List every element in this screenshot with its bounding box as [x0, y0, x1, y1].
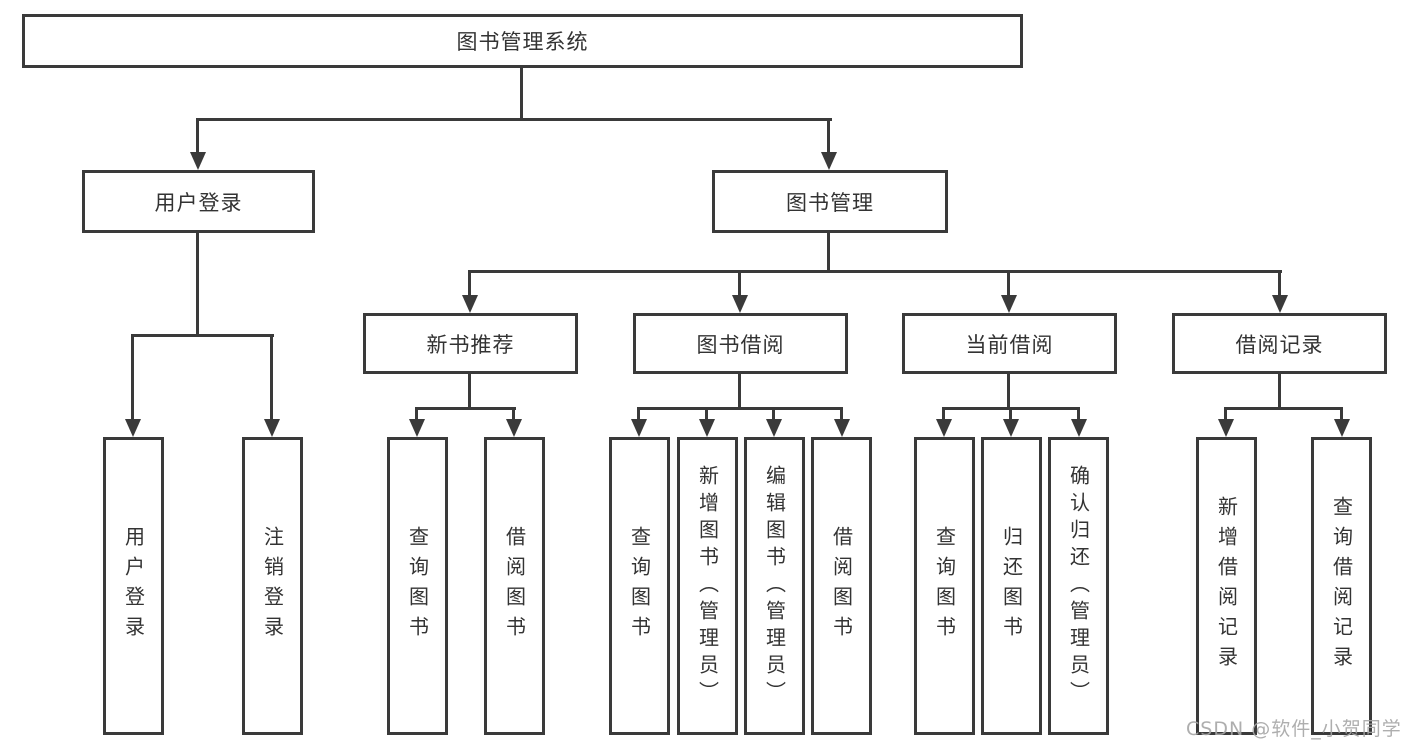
- leaf-query-books-borrow: 查询图书: [609, 437, 670, 735]
- leaf-confirm-return-admin: 确认归还（管理员）: [1048, 437, 1109, 735]
- csdn-watermark: CSDN @软件_小贺同学: [1186, 718, 1402, 740]
- leaf-add-borrow-record: 新增借阅记录: [1196, 437, 1257, 735]
- connector-stub: [1009, 407, 1012, 421]
- leaf-query-books-recommend-label: 查询图书: [405, 526, 430, 646]
- arrowhead: [936, 419, 952, 437]
- node-user-login: 用户登录: [82, 170, 315, 233]
- connector-book-management-rail: [468, 270, 1282, 273]
- connector-stub: [1340, 407, 1343, 421]
- connector-root-stem: [520, 66, 523, 120]
- arrowhead-borrow-records: [1272, 295, 1288, 313]
- leaf-add-book-admin: 新增图书（管理员）: [677, 437, 738, 735]
- leaf-edit-book-admin: 编辑图书（管理员）: [744, 437, 805, 735]
- arrowhead: [1218, 419, 1234, 437]
- leaf-confirm-return-admin-label: 确认归还（管理员）: [1066, 464, 1091, 708]
- connector-stub: [512, 407, 515, 421]
- leaf-query-books-recommend: 查询图书: [387, 437, 448, 735]
- connector-book-management-stem: [827, 233, 830, 273]
- connector-to-new-book: [468, 270, 471, 297]
- leaf-add-book-admin-label: 新增图书（管理员）: [695, 464, 720, 708]
- connector-stub: [1077, 407, 1080, 421]
- leaf-edit-book-admin-label: 编辑图书（管理员）: [762, 464, 787, 708]
- node-new-book-recommend-label: 新书推荐: [426, 332, 515, 357]
- connector-new-book-rail: [415, 407, 516, 410]
- arrowhead: [699, 419, 715, 437]
- leaf-borrow-books: 借阅图书: [811, 437, 872, 735]
- leaf-query-books-current: 查询图书: [914, 437, 975, 735]
- arrowhead: [506, 419, 522, 437]
- arrowhead: [1071, 419, 1087, 437]
- leaf-logout-label: 注销登录: [260, 526, 285, 646]
- node-user-login-label: 用户登录: [154, 190, 243, 215]
- connector-user-login-rail: [131, 334, 274, 337]
- connector-book-borrow-rail: [637, 407, 843, 410]
- connector-stub: [705, 407, 708, 421]
- connector-borrow-records-stem: [1278, 374, 1281, 410]
- connector-stub: [772, 407, 775, 421]
- connector-stub: [637, 407, 640, 421]
- arrowhead-book-management: [821, 152, 837, 170]
- connector-stub: [1224, 407, 1227, 421]
- leaf-user-login-label: 用户登录: [121, 526, 146, 646]
- leaf-add-borrow-record-label: 新增借阅记录: [1214, 496, 1239, 676]
- node-book-borrow: 图书借阅: [633, 313, 848, 374]
- connector-user-login-stem: [196, 233, 199, 337]
- arrowhead-leaf-logout: [264, 419, 280, 437]
- connector-to-user-login: [196, 118, 199, 154]
- connector-new-book-stem: [468, 374, 471, 410]
- arrowhead: [1003, 419, 1019, 437]
- connector-to-book-management: [827, 118, 830, 154]
- node-book-management: 图书管理: [712, 170, 948, 233]
- leaf-borrow-books-recommend: 借阅图书: [484, 437, 545, 735]
- arrowhead-new-book: [462, 295, 478, 313]
- arrowhead: [409, 419, 425, 437]
- node-book-borrow-label: 图书借阅: [696, 332, 785, 357]
- connector-to-book-borrow: [738, 270, 741, 297]
- arrowhead: [631, 419, 647, 437]
- connector-to-current-borrow: [1007, 270, 1010, 297]
- connector-stub: [840, 407, 843, 421]
- node-book-management-label: 图书管理: [786, 190, 874, 215]
- leaf-query-books-current-label: 查询图书: [932, 526, 957, 646]
- node-current-borrow-label: 当前借阅: [965, 332, 1054, 357]
- arrowhead: [834, 419, 850, 437]
- connector-stub: [942, 407, 945, 421]
- node-current-borrow: 当前借阅: [902, 313, 1117, 374]
- node-borrow-records-label: 借阅记录: [1235, 332, 1324, 357]
- connector-to-borrow-records: [1278, 270, 1281, 297]
- connector-stub: [415, 407, 418, 421]
- node-borrow-records: 借阅记录: [1172, 313, 1387, 374]
- arrowhead: [1334, 419, 1350, 437]
- connector-to-leaf-logout: [270, 334, 273, 421]
- arrowhead-current-borrow: [1001, 295, 1017, 313]
- leaf-borrow-books-label: 借阅图书: [829, 526, 854, 646]
- leaf-return-book-label: 归还图书: [999, 526, 1024, 646]
- arrowhead-book-borrow: [732, 295, 748, 313]
- leaf-borrow-books-recommend-label: 借阅图书: [502, 526, 527, 646]
- arrowhead-user-login: [190, 152, 206, 170]
- node-root-label: 图书管理系统: [456, 30, 589, 54]
- leaf-logout: 注销登录: [242, 437, 303, 735]
- connector-current-borrow-stem: [1007, 374, 1010, 410]
- leaf-return-book: 归还图书: [981, 437, 1042, 735]
- connector-to-leaf-user-login: [131, 334, 134, 421]
- connector-book-borrow-stem: [738, 374, 741, 410]
- node-root: 图书管理系统: [22, 14, 1023, 68]
- arrowhead-leaf-user-login: [125, 419, 141, 437]
- leaf-query-borrow-record-label: 查询借阅记录: [1329, 496, 1354, 676]
- leaf-user-login: 用户登录: [103, 437, 164, 735]
- leaf-query-borrow-record: 查询借阅记录: [1311, 437, 1372, 735]
- connector-root-rail: [196, 118, 832, 121]
- arrowhead: [766, 419, 782, 437]
- leaf-query-books-borrow-label: 查询图书: [627, 526, 652, 646]
- node-new-book-recommend: 新书推荐: [363, 313, 578, 374]
- connector-borrow-records-rail: [1224, 407, 1343, 410]
